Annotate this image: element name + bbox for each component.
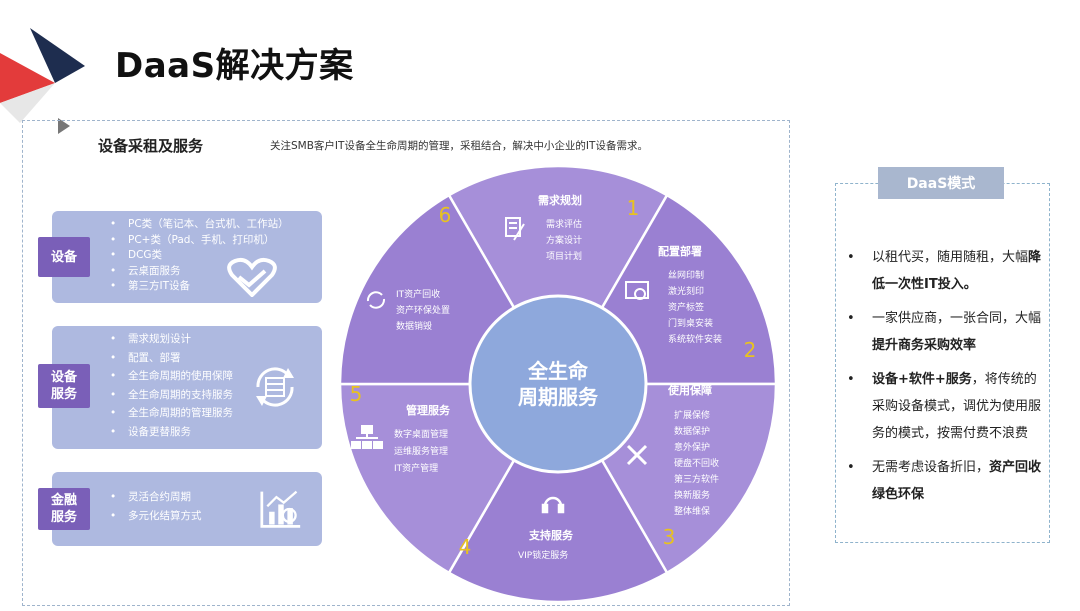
- list-item: 无需考虑设备折旧，资产回收绿色环保: [845, 454, 1045, 508]
- daas-model-list: 以租代买，随用随租，大幅降低一次性IT投入。 一家供应商，一张合同，大幅提升商务…: [845, 244, 1045, 515]
- segment-item: 资产标签: [668, 301, 704, 313]
- segment-item: 方案设计: [546, 234, 582, 246]
- segment-item: 硬盘不回收: [674, 457, 719, 469]
- segment-number: 6: [439, 203, 452, 227]
- list-item: 全生命周期的管理服务: [110, 406, 233, 422]
- config-icon: [625, 281, 649, 300]
- daas-model-title: DaaS模式: [878, 167, 1004, 199]
- list-item: 全生命周期的使用保障: [110, 369, 233, 385]
- category-list: 需求规划设计 配置、部署 全生命周期的使用保障 全生命周期的支持服务 全生命周期…: [110, 332, 233, 441]
- lifecycle-diagram: 全生命 周期服务 需求规划 1 需求评估 方案设计 项目计划 配置部署 2 丝网…: [338, 164, 778, 604]
- server-cycle-icon: [256, 367, 294, 407]
- segment-title: 使用保障: [667, 383, 712, 397]
- brand-logo: [0, 28, 85, 134]
- list-item: 设备+软件+服务，将传统的采购设备模式，调优为使用服务的模式，按需付费不浪费: [845, 366, 1045, 447]
- handshake-heart-icon: [227, 257, 277, 297]
- segment-item: IT资产回收: [396, 288, 440, 300]
- category-tab-label: 设备 服务: [50, 370, 77, 402]
- segment-item: 门到桌安装: [668, 317, 713, 329]
- page-title: DaaS解决方案: [115, 46, 354, 86]
- segment-item: 数据销毁: [396, 320, 432, 332]
- category-card-equipment-service: 设备 服务 需求规划设计 配置、部署 全生命周期的使用保障 全生命周期的支持服务…: [38, 326, 322, 449]
- list-item: 配置、部署: [110, 351, 233, 367]
- segment-number: 2: [744, 338, 757, 362]
- category-tab: 设备 服务: [38, 364, 90, 408]
- segment-item: 换新服务: [674, 489, 710, 501]
- segment-item: 扩展保修: [674, 409, 710, 421]
- ring-segment: [447, 164, 669, 387]
- segment-item: 运维服务管理: [394, 445, 448, 457]
- segment-title: 管理服务: [406, 403, 451, 417]
- list-item: 需求规划设计: [110, 332, 233, 348]
- list-item: PC+类（Pad、手机、打印机）: [110, 233, 289, 249]
- list-item: 云桌面服务: [110, 264, 289, 280]
- list-item: 灵活合约周期: [110, 490, 202, 506]
- category-list: PC类（笔记本、台式机、工作站） PC+类（Pad、手机、打印机） DCG类 云…: [110, 217, 289, 295]
- segment-title: 支持服务: [528, 528, 574, 542]
- segment-item: 意外保护: [674, 441, 710, 453]
- list-item: 设备更替服务: [110, 425, 233, 441]
- segment-item: 需求评估: [546, 218, 582, 230]
- segment-item: 第三方软件: [674, 473, 719, 485]
- planning-icon: [505, 217, 525, 241]
- segment-item: 数字桌面管理: [394, 428, 448, 440]
- segment-item: VIP锁定服务: [518, 549, 568, 561]
- segment-item: 数据保护: [674, 425, 710, 437]
- category-list: 灵活合约周期 多元化结算方式: [110, 490, 202, 524]
- category-tab: 金融 服务: [38, 488, 90, 530]
- segment-title: 需求规划: [538, 193, 582, 207]
- hierarchy-icon: [351, 425, 383, 449]
- list-item: DCG类: [110, 248, 289, 264]
- center-label-line1: 全生命: [527, 359, 589, 383]
- segment-title: 配置部署: [658, 244, 702, 258]
- segment-item: 丝网印制: [668, 269, 704, 281]
- segment-number: 5: [350, 382, 363, 406]
- segment-item: 系统软件安装: [668, 333, 722, 345]
- headset-icon: [541, 496, 565, 514]
- wrench-icon: [626, 444, 648, 466]
- section-title: 设备采租及服务: [98, 137, 204, 155]
- recycle-icon: [366, 291, 386, 309]
- list-item: 一家供应商，一张合同，大幅提升商务采购效率: [845, 305, 1045, 359]
- segment-item: IT资产管理: [394, 462, 438, 474]
- list-item: 第三方IT设备: [110, 279, 289, 295]
- list-item: 多元化结算方式: [110, 509, 202, 525]
- segment-number: 4: [459, 535, 472, 559]
- segment-item: 资产环保处置: [396, 304, 450, 316]
- segment-item: 激光刻印: [668, 285, 704, 297]
- center-circle: [468, 294, 648, 474]
- category-card-finance: 金融 服务 灵活合约周期 多元化结算方式: [38, 472, 322, 546]
- segment-number: 3: [663, 525, 676, 549]
- category-tab-label: 金融 服务: [50, 493, 77, 525]
- category-tab: 设备: [38, 237, 90, 277]
- finance-chart-icon: [260, 490, 301, 528]
- list-item: 以租代买，随用随租，大幅降低一次性IT投入。: [845, 244, 1045, 298]
- section-description: 关注SMB客户IT设备全生命周期的管理，采租结合，解决中小企业的IT设备需求。: [270, 140, 648, 152]
- category-card-equipment: 设备 PC类（笔记本、台式机、工作站） PC+类（Pad、手机、打印机） DCG…: [38, 211, 322, 303]
- segment-number: 1: [627, 196, 640, 220]
- ring-segment: [447, 381, 669, 604]
- main-frame: [22, 120, 790, 606]
- segment-item: 整体维保: [674, 505, 710, 517]
- center-label-line2: 周期服务: [518, 385, 599, 409]
- segment-item: 项目计划: [546, 250, 582, 262]
- list-item: 全生命周期的支持服务: [110, 388, 233, 404]
- list-item: PC类（笔记本、台式机、工作站）: [110, 217, 289, 233]
